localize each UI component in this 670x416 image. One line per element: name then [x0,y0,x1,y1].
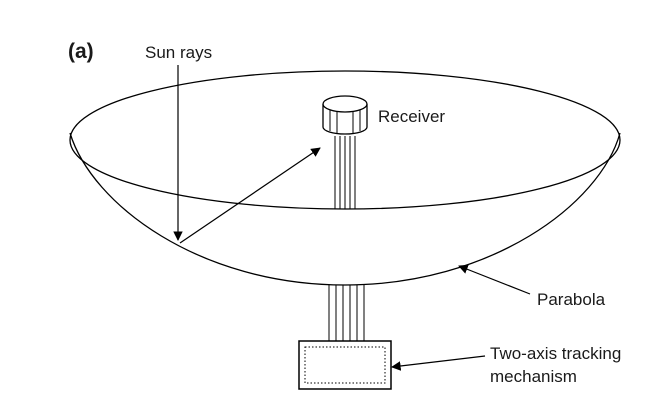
receiver-cylinder [322,95,368,135]
sun-rays-label: Sun rays [145,43,212,62]
pedestal [328,285,365,342]
receiver-support [334,136,356,209]
panel-label: (a) [68,40,94,63]
tracking-pointer [391,355,486,371]
tracking-mechanism-box [298,340,392,390]
tracking-label-line1: Two-axis tracking [490,344,621,363]
receiver-label: Receiver [378,107,445,126]
parabola-label: Parabola [537,290,606,309]
parabola-pointer [458,264,531,295]
tracking-mechanism-inner [304,346,386,384]
tracking-label-line2: mechanism [490,367,577,386]
sun-ray-reflected [179,147,321,244]
